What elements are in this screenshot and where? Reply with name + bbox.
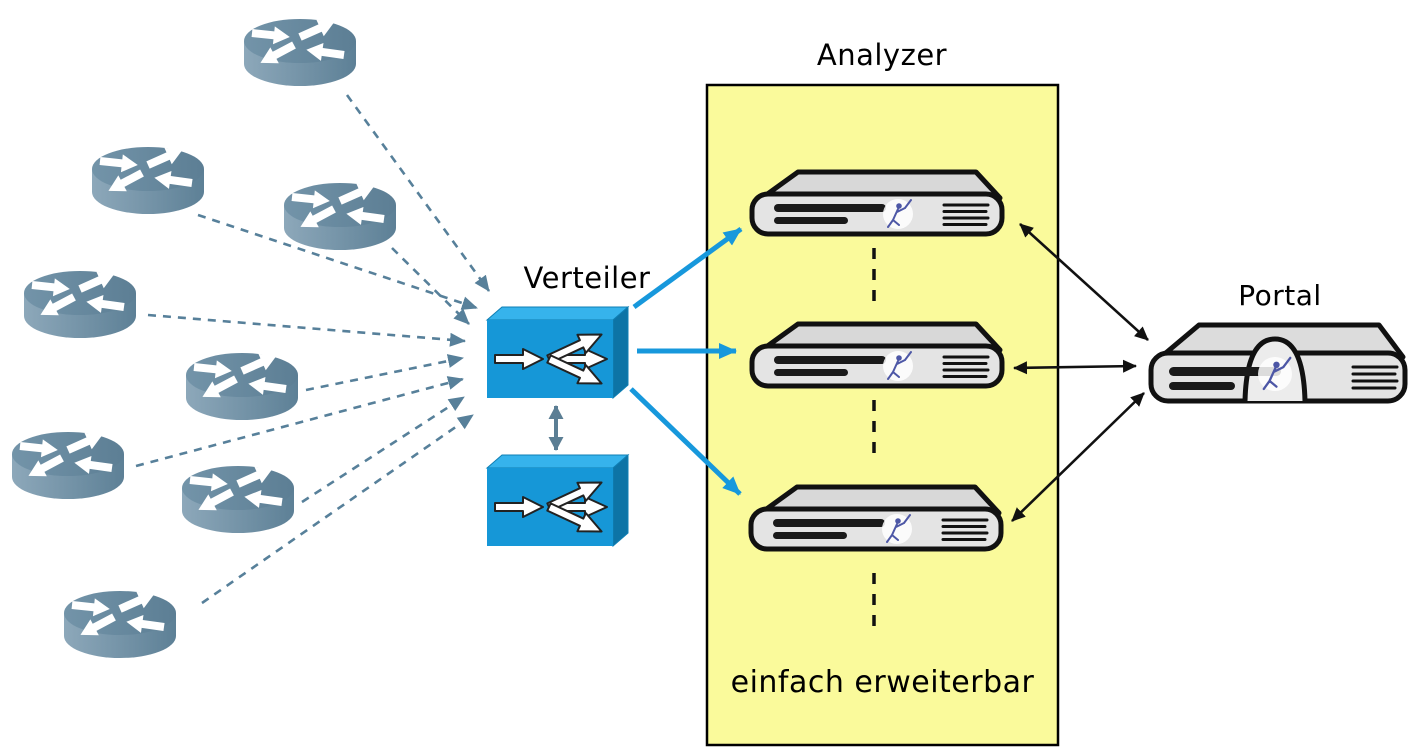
portal-server-icon	[1151, 325, 1405, 401]
router-uplink-2	[197, 213, 478, 310]
router-icon	[186, 347, 298, 420]
router-uplink-6	[135, 376, 464, 468]
router-uplink-4	[147, 313, 466, 347]
router-group	[12, 13, 396, 658]
analyzer-server-icon-3	[751, 487, 1001, 549]
analyzer-title-label: Analyzer	[816, 38, 948, 72]
router-icon	[12, 426, 124, 499]
portal-link-2	[1013, 359, 1137, 375]
analyzer-server-icon-2	[752, 324, 1002, 386]
router-icon	[24, 265, 136, 338]
router-uplink-5	[305, 354, 464, 392]
scalability-note-label: einfach erweiterbar	[730, 665, 1035, 700]
portal-links-black	[1011, 223, 1149, 522]
portal-link-1	[1019, 223, 1149, 341]
router-uplink-dashed-links	[135, 94, 491, 605]
flow-arrows-blue	[629, 226, 743, 496]
router-uplink-8	[201, 413, 474, 605]
router-uplink-7	[301, 395, 465, 504]
router-icon	[244, 13, 356, 86]
router-uplink-1	[345, 94, 491, 292]
analyzer-server-icon-1	[752, 172, 1002, 234]
router-icon	[182, 460, 294, 533]
distributor-box-icon	[487, 307, 628, 398]
router-uplink-3	[391, 247, 470, 325]
router-icon	[92, 141, 204, 214]
portal-label: Portal	[1238, 279, 1322, 312]
portal-link-3	[1011, 392, 1145, 522]
flow-arrow-to-analyzer-1	[632, 226, 743, 310]
distributor-label: Verteiler	[523, 261, 651, 295]
router-icon	[284, 177, 396, 250]
flow-arrow-to-analyzer-3	[629, 387, 742, 496]
standby-distributor-box-icon	[487, 455, 628, 546]
router-icon	[64, 585, 176, 658]
